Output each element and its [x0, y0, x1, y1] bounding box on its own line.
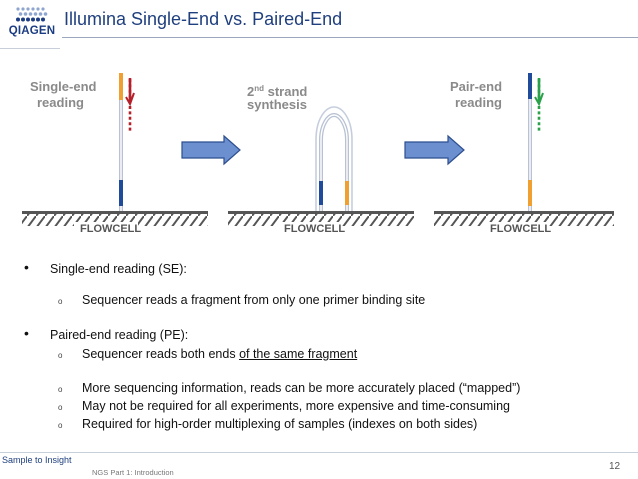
sub-bullet-marker: o	[58, 421, 63, 430]
flowcell-3	[434, 211, 614, 226]
label-pair-end-line2: reading	[455, 95, 502, 110]
footer-divider	[0, 452, 638, 453]
bridge-strand	[315, 106, 353, 211]
arrow-right-icon	[404, 134, 465, 166]
label-second-strand-line1: 2nd strand	[247, 81, 307, 99]
arrow-right-icon	[181, 134, 241, 166]
bullet-marker: •	[24, 325, 29, 341]
flowcell-1	[22, 211, 208, 226]
label-second-strand-rest: strand	[264, 84, 308, 99]
label-single-end-line1: Single-end	[30, 79, 97, 94]
label-pair-end-line1: Pair-end	[450, 79, 503, 94]
sub-bullet-marker: o	[58, 351, 63, 360]
sub-bullet-pe-1-underlined: of the same fragment	[239, 347, 358, 361]
bullet-paired-end: Paired-end reading (PE):	[50, 328, 189, 342]
bullet-single-end: Single-end reading (SE):	[50, 262, 187, 276]
page-number: 12	[609, 461, 621, 472]
single-end-strand	[119, 73, 135, 211]
label-single-end-line2: reading	[37, 95, 84, 110]
sub-bullet-marker: o	[58, 403, 63, 412]
sub-bullet-pe-1-pre: Sequencer reads both ends	[82, 347, 240, 361]
logo-dots-icon	[16, 7, 48, 22]
pair-end-strand	[528, 73, 544, 211]
slide-title: Illumina Single-End vs. Paired-End	[64, 9, 343, 29]
bullet-marker: •	[24, 259, 29, 275]
label-second-strand-sup: nd	[254, 84, 265, 93]
flowcell-label-1: FLOWCELL	[80, 223, 141, 235]
sub-bullet-pe-3: May not be required for all experiments,…	[82, 399, 510, 413]
label-second-strand-num: 2	[247, 84, 255, 99]
sub-bullet-se-1: Sequencer reads a fragment from only one…	[82, 293, 426, 307]
sub-bullet-marker: o	[58, 297, 63, 306]
footer-brand: Sample to Insight	[2, 455, 72, 465]
flowcell-label-3: FLOWCELL	[490, 223, 551, 235]
flowcell-2	[228, 211, 414, 226]
flowcell-label-2: FLOWCELL	[284, 223, 345, 235]
qiagen-logo: QIAGEN	[8, 6, 56, 46]
se-vs-pe-diagram: FLOWCELL FLOWCELL FLOWCELL	[22, 73, 614, 235]
footer-course: NGS Part 1: Introduction	[92, 468, 174, 477]
sub-bullet-marker: o	[58, 385, 63, 394]
sub-bullet-pe-1: Sequencer reads both ends of the same fr…	[82, 347, 357, 361]
title-divider	[62, 37, 638, 38]
sub-bullet-pe-2: More sequencing information, reads can b…	[82, 381, 521, 395]
logo-text: QIAGEN	[8, 25, 56, 37]
label-second-strand-line2: synthesis	[247, 97, 307, 112]
sub-bullet-pe-4: Required for high-order multiplexing of …	[82, 417, 478, 431]
title-divider-left	[0, 48, 60, 49]
